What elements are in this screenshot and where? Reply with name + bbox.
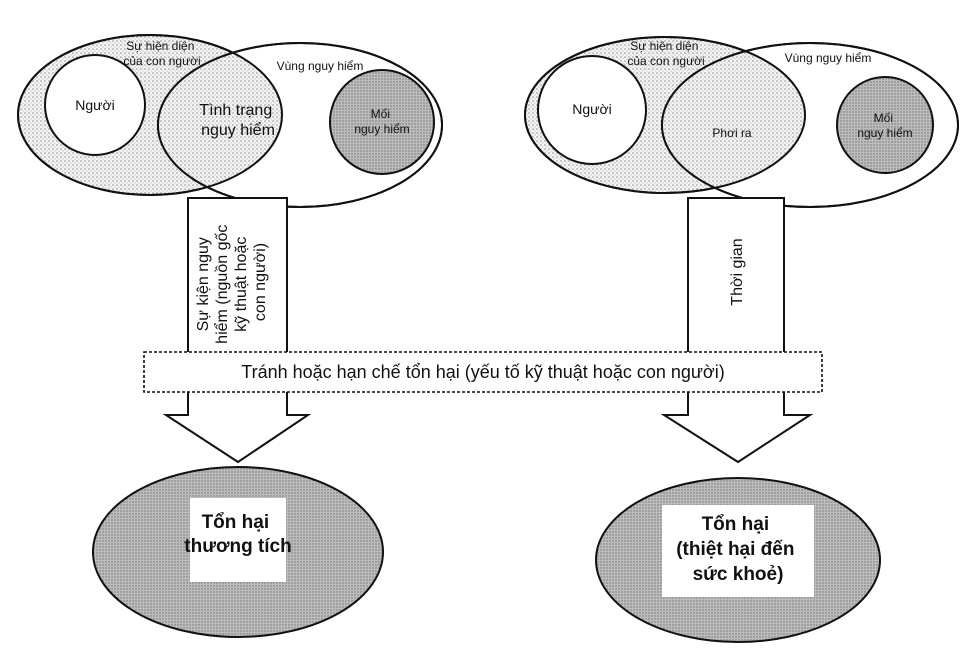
left-event-arrow: [162, 197, 312, 464]
right-zone-label: Vùng nguy hiểm: [785, 51, 872, 65]
left-zone-label: Vùng nguy hiểm: [277, 59, 364, 73]
left-outcome-label: Tổn hại thương tích: [184, 512, 291, 557]
left-event-label: Sự kiện nguy hiểm (nguồn gốc kỹ thuật ho…: [195, 220, 269, 344]
left-hazard-circle: [329, 69, 435, 175]
mitigation-band-label: Tránh hoặc hạn chế tổn hại (yếu tố kỹ th…: [241, 362, 724, 382]
left-hazard-label: Mối nguy hiểm: [354, 107, 409, 136]
right-time-arrow: [660, 197, 814, 464]
right-overlap-region: [662, 43, 805, 193]
left-overlap-label: Tình trạng nguy hiểm: [199, 102, 276, 139]
left-presence-label: Sự hiện diện của con người: [123, 39, 200, 68]
right-outcome-label: Tổn hại (thiệt hại đến sức khoẻ): [676, 514, 800, 585]
left-person-label: Người: [75, 97, 115, 113]
right-time-label: Thời gian: [729, 238, 746, 305]
right-hazard-label: Mối nguy hiểm: [857, 111, 912, 140]
mitigation-band: [143, 351, 823, 393]
right-person-label: Người: [572, 101, 612, 117]
right-hazard-circle: [836, 76, 934, 174]
left-overlap-region: [158, 43, 282, 195]
right-person-circle: [537, 55, 647, 165]
left-diagram: [17, 34, 443, 208]
left-person-circle: [44, 54, 146, 156]
right-presence-label: Sự hiện diện của con người: [627, 39, 704, 68]
right-diagram: [524, 36, 959, 208]
right-overlap-label: Phơi ra: [712, 126, 752, 140]
